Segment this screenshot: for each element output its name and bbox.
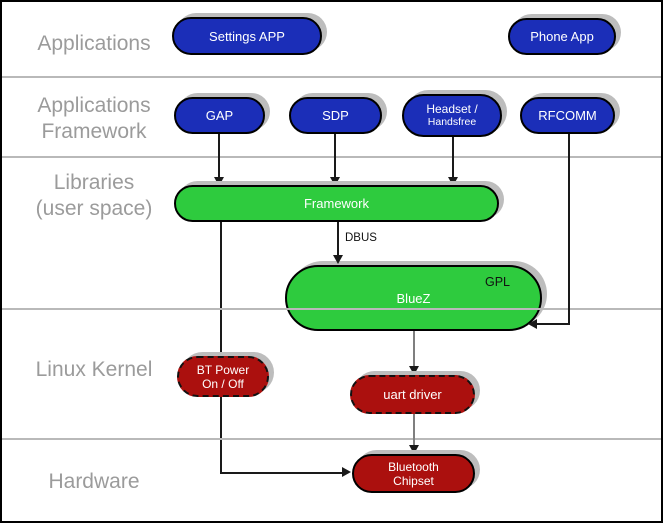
arrowhead-uart-to-chipset bbox=[409, 445, 419, 454]
layer-label-line: Applications bbox=[37, 32, 151, 55]
layer-divider-3 bbox=[2, 308, 661, 310]
arrowhead-headset-to-framework bbox=[448, 177, 458, 186]
layer-label-hardware: Hardware bbox=[14, 469, 174, 495]
edge-framework-to-bluez bbox=[337, 221, 339, 258]
layer-divider-4 bbox=[2, 438, 661, 440]
dbus-label: DBUS bbox=[345, 232, 377, 244]
node-label: BT Power bbox=[196, 362, 250, 377]
edge-sdp-to-framework bbox=[334, 133, 336, 180]
arrowhead-gap-to-framework bbox=[214, 177, 224, 186]
node-label: Bluetooth bbox=[388, 459, 439, 474]
arrowhead-rfcomm-to-bluez bbox=[528, 319, 537, 329]
node-label: Handsfree bbox=[427, 116, 477, 128]
edge-bluez-to-uart bbox=[413, 331, 415, 369]
layer-label-line: Libraries bbox=[53, 171, 135, 194]
edge-framework-to-chipset-vertical bbox=[220, 221, 222, 474]
node-label: Chipset bbox=[393, 473, 434, 488]
edge-framework-to-chipset-horizontal bbox=[220, 472, 344, 474]
layer-label-line: Hardware bbox=[48, 470, 140, 493]
arrowhead-framework-to-chipset bbox=[342, 467, 351, 477]
node-phone-app: Phone App bbox=[508, 18, 616, 55]
layer-divider-2 bbox=[2, 156, 661, 158]
edge-rfcomm-to-bluez-vertical bbox=[568, 133, 570, 325]
edge-headset-to-framework bbox=[452, 135, 454, 180]
layer-label-applications-framework: Applications Framework bbox=[14, 93, 174, 145]
node-bluetooth-chipset: Bluetooth Chipset bbox=[352, 454, 475, 493]
node-label: Phone App bbox=[530, 29, 594, 44]
node-headset-handsfree: Headset / Handsfree bbox=[402, 94, 502, 137]
node-label: On / Off bbox=[202, 376, 244, 391]
layer-label-libraries-user-space: Libraries (user space) bbox=[14, 170, 174, 222]
node-settings-app: Settings APP bbox=[172, 17, 322, 55]
layer-label-line: (user space) bbox=[35, 197, 153, 220]
node-framework: Framework bbox=[174, 185, 499, 222]
node-label: uart driver bbox=[383, 387, 442, 402]
arrowhead-framework-to-bluez bbox=[333, 255, 343, 264]
edge-rfcomm-to-bluez-horizontal bbox=[536, 323, 570, 325]
node-label: BlueZ bbox=[396, 290, 431, 306]
node-rfcomm: RFCOMM bbox=[520, 97, 615, 134]
node-sdp: SDP bbox=[289, 97, 382, 134]
layer-divider-1 bbox=[2, 76, 661, 78]
node-gap: GAP bbox=[174, 97, 265, 134]
gpl-license-tag: GPL bbox=[484, 275, 510, 289]
layer-label-applications: Applications bbox=[14, 31, 174, 57]
node-label: Headset / bbox=[426, 102, 478, 116]
arrowhead-sdp-to-framework bbox=[330, 177, 340, 186]
node-label: RFCOMM bbox=[538, 108, 597, 123]
layer-label-linux-kernel: Linux Kernel bbox=[14, 357, 174, 383]
node-bt-power-on-off: BT Power On / Off bbox=[177, 356, 269, 397]
layer-label-line: Framework bbox=[41, 120, 147, 143]
node-label: Settings APP bbox=[209, 28, 285, 44]
node-label: SDP bbox=[322, 108, 349, 123]
node-uart-driver: uart driver bbox=[350, 375, 475, 414]
node-label: GAP bbox=[205, 108, 234, 123]
edge-uart-to-chipset bbox=[413, 413, 415, 447]
node-label: Framework bbox=[303, 196, 369, 211]
node-bluez: BlueZ GPL bbox=[285, 265, 542, 331]
layer-label-line: Linux Kernel bbox=[35, 358, 153, 381]
edge-gap-to-framework bbox=[218, 133, 220, 180]
layer-label-line: Applications bbox=[37, 94, 151, 117]
arrowhead-bluez-to-uart bbox=[409, 366, 419, 375]
